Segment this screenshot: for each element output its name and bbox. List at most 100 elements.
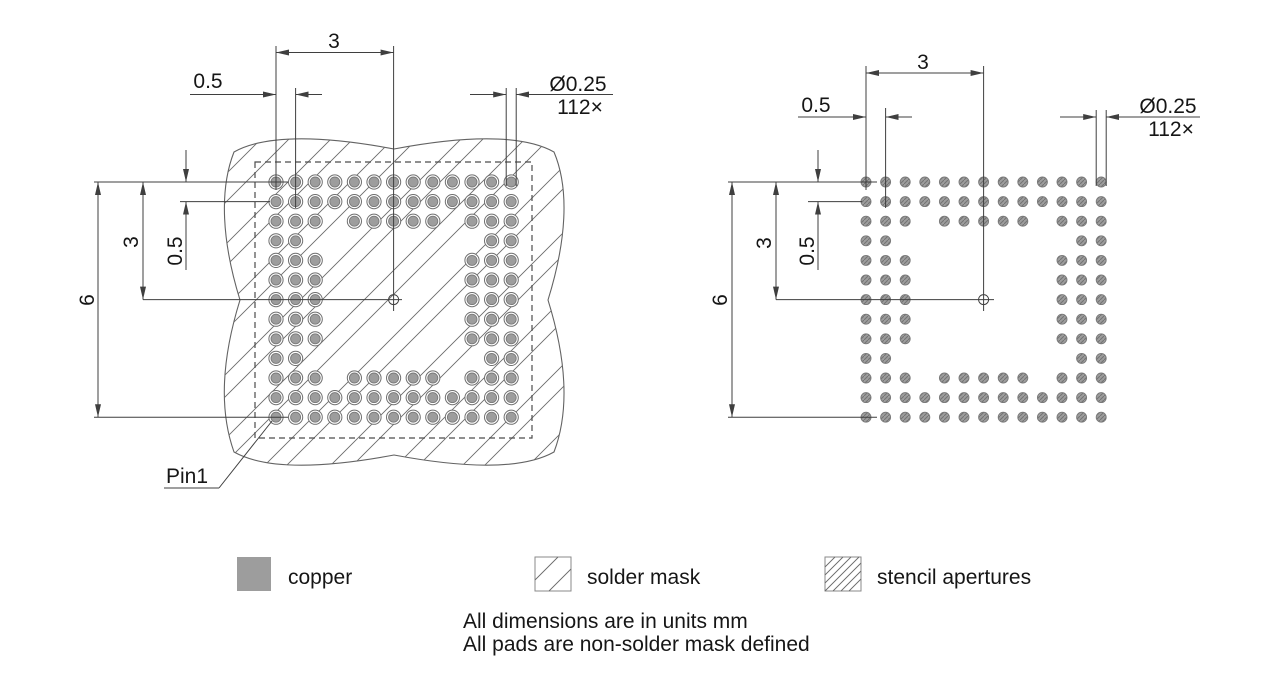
copper-pad — [505, 274, 517, 286]
copper-pad — [270, 274, 282, 286]
copper-pad — [427, 392, 439, 404]
legend-swatch-copper — [237, 557, 271, 591]
stencil-aperture — [880, 392, 892, 404]
stencil-aperture — [880, 313, 892, 325]
copper-pad — [368, 411, 380, 423]
stencil-aperture — [938, 392, 950, 404]
copper-pad — [427, 196, 439, 208]
dim-label-3-top: 3 — [917, 51, 929, 74]
stencil-aperture — [919, 196, 931, 208]
stencil-aperture — [1056, 333, 1068, 345]
stencil-aperture — [1076, 372, 1088, 384]
dim-label-05-top: 0.5 — [801, 94, 830, 117]
copper-pad — [290, 274, 302, 286]
stencil-aperture — [919, 392, 931, 404]
copper-pad — [505, 313, 517, 325]
copper-pad — [486, 294, 498, 306]
copper-pad — [407, 411, 419, 423]
copper-pad — [290, 254, 302, 266]
copper-pad — [407, 176, 419, 188]
stencil-aperture — [958, 196, 970, 208]
copper-pad — [290, 215, 302, 227]
copper-pad — [505, 196, 517, 208]
copper-pad — [466, 411, 478, 423]
stencil-aperture — [880, 333, 892, 345]
stencil-aperture — [860, 196, 872, 208]
copper-pad — [368, 176, 380, 188]
stencil-aperture — [919, 176, 931, 188]
stencil-aperture — [1095, 411, 1107, 423]
copper-pad — [270, 352, 282, 364]
copper-pad — [368, 392, 380, 404]
copper-pad — [309, 274, 321, 286]
copper-pad — [290, 333, 302, 345]
stencil-aperture — [997, 372, 1009, 384]
copper-pad — [329, 196, 341, 208]
stencil-aperture — [1056, 411, 1068, 423]
stencil-aperture — [899, 254, 911, 266]
stencil-aperture — [1017, 176, 1029, 188]
stencil-aperture — [938, 411, 950, 423]
copper-pad — [466, 215, 478, 227]
copper-pad — [486, 176, 498, 188]
copper-pad — [368, 372, 380, 384]
stencil-aperture — [899, 176, 911, 188]
stencil-aperture — [1056, 196, 1068, 208]
note-units: All dimensions are in units mm — [463, 610, 748, 633]
package-outline-dashed — [254, 161, 533, 439]
stencil-aperture — [938, 372, 950, 384]
stencil-aperture — [1056, 274, 1068, 286]
copper-pad — [348, 392, 360, 404]
drawing-notes: All dimensions are in units mm All pads … — [463, 610, 810, 656]
copper-pad — [486, 235, 498, 247]
stencil-aperture — [1056, 372, 1068, 384]
stencil-aperture — [1095, 274, 1107, 286]
copper-pad — [388, 372, 400, 384]
legend-label-stencil-apertures: stencil apertures — [877, 566, 1031, 589]
copper-pad — [505, 372, 517, 384]
stencil-aperture — [880, 235, 892, 247]
stencil-aperture — [1095, 313, 1107, 325]
stencil-aperture — [899, 333, 911, 345]
copper-pad — [329, 392, 341, 404]
stencil-aperture — [1076, 254, 1088, 266]
dim-label-3-left: 3 — [753, 237, 776, 249]
copper-pad — [427, 215, 439, 227]
stencil-aperture — [899, 411, 911, 423]
stencil-aperture — [1076, 352, 1088, 364]
stencil-aperture — [1056, 294, 1068, 306]
stencil-aperture — [880, 254, 892, 266]
dim-label-diameter: Ø0.25 — [1139, 95, 1196, 118]
copper-pad — [505, 294, 517, 306]
copper-pad — [446, 176, 458, 188]
copper-pad — [505, 215, 517, 227]
stencil-aperture — [1036, 411, 1048, 423]
stencil-figure: 3 0.5 Ø0.25 112× 6 3 0.5 — [709, 51, 1200, 423]
copper-pad — [290, 313, 302, 325]
copper-pad — [505, 352, 517, 364]
stencil-aperture — [978, 372, 990, 384]
stencil-aperture — [958, 411, 970, 423]
stencil-aperture — [1095, 215, 1107, 227]
legend-label-copper: copper — [288, 566, 352, 589]
copper-pad — [329, 176, 341, 188]
stencil-aperture — [938, 176, 950, 188]
center-crosshair — [978, 294, 990, 306]
copper-pad — [290, 372, 302, 384]
stencil-aperture — [880, 274, 892, 286]
stencil-aperture — [1017, 215, 1029, 227]
stencil-aperture — [1095, 294, 1107, 306]
hatch-line — [469, 138, 565, 466]
copper-pad — [486, 313, 498, 325]
dim-label-count: 112× — [1148, 118, 1194, 141]
stencil-aperture — [1056, 254, 1068, 266]
stencil-aperture — [1056, 176, 1068, 188]
stencil-aperture — [860, 313, 872, 325]
legend-swatch-stencil-apertures — [824, 556, 862, 592]
stencil-aperture — [1076, 392, 1088, 404]
legend-swatch-solder-mask — [534, 556, 572, 592]
stencil-aperture — [860, 372, 872, 384]
stencil-aperture — [880, 352, 892, 364]
stencil-aperture — [899, 196, 911, 208]
